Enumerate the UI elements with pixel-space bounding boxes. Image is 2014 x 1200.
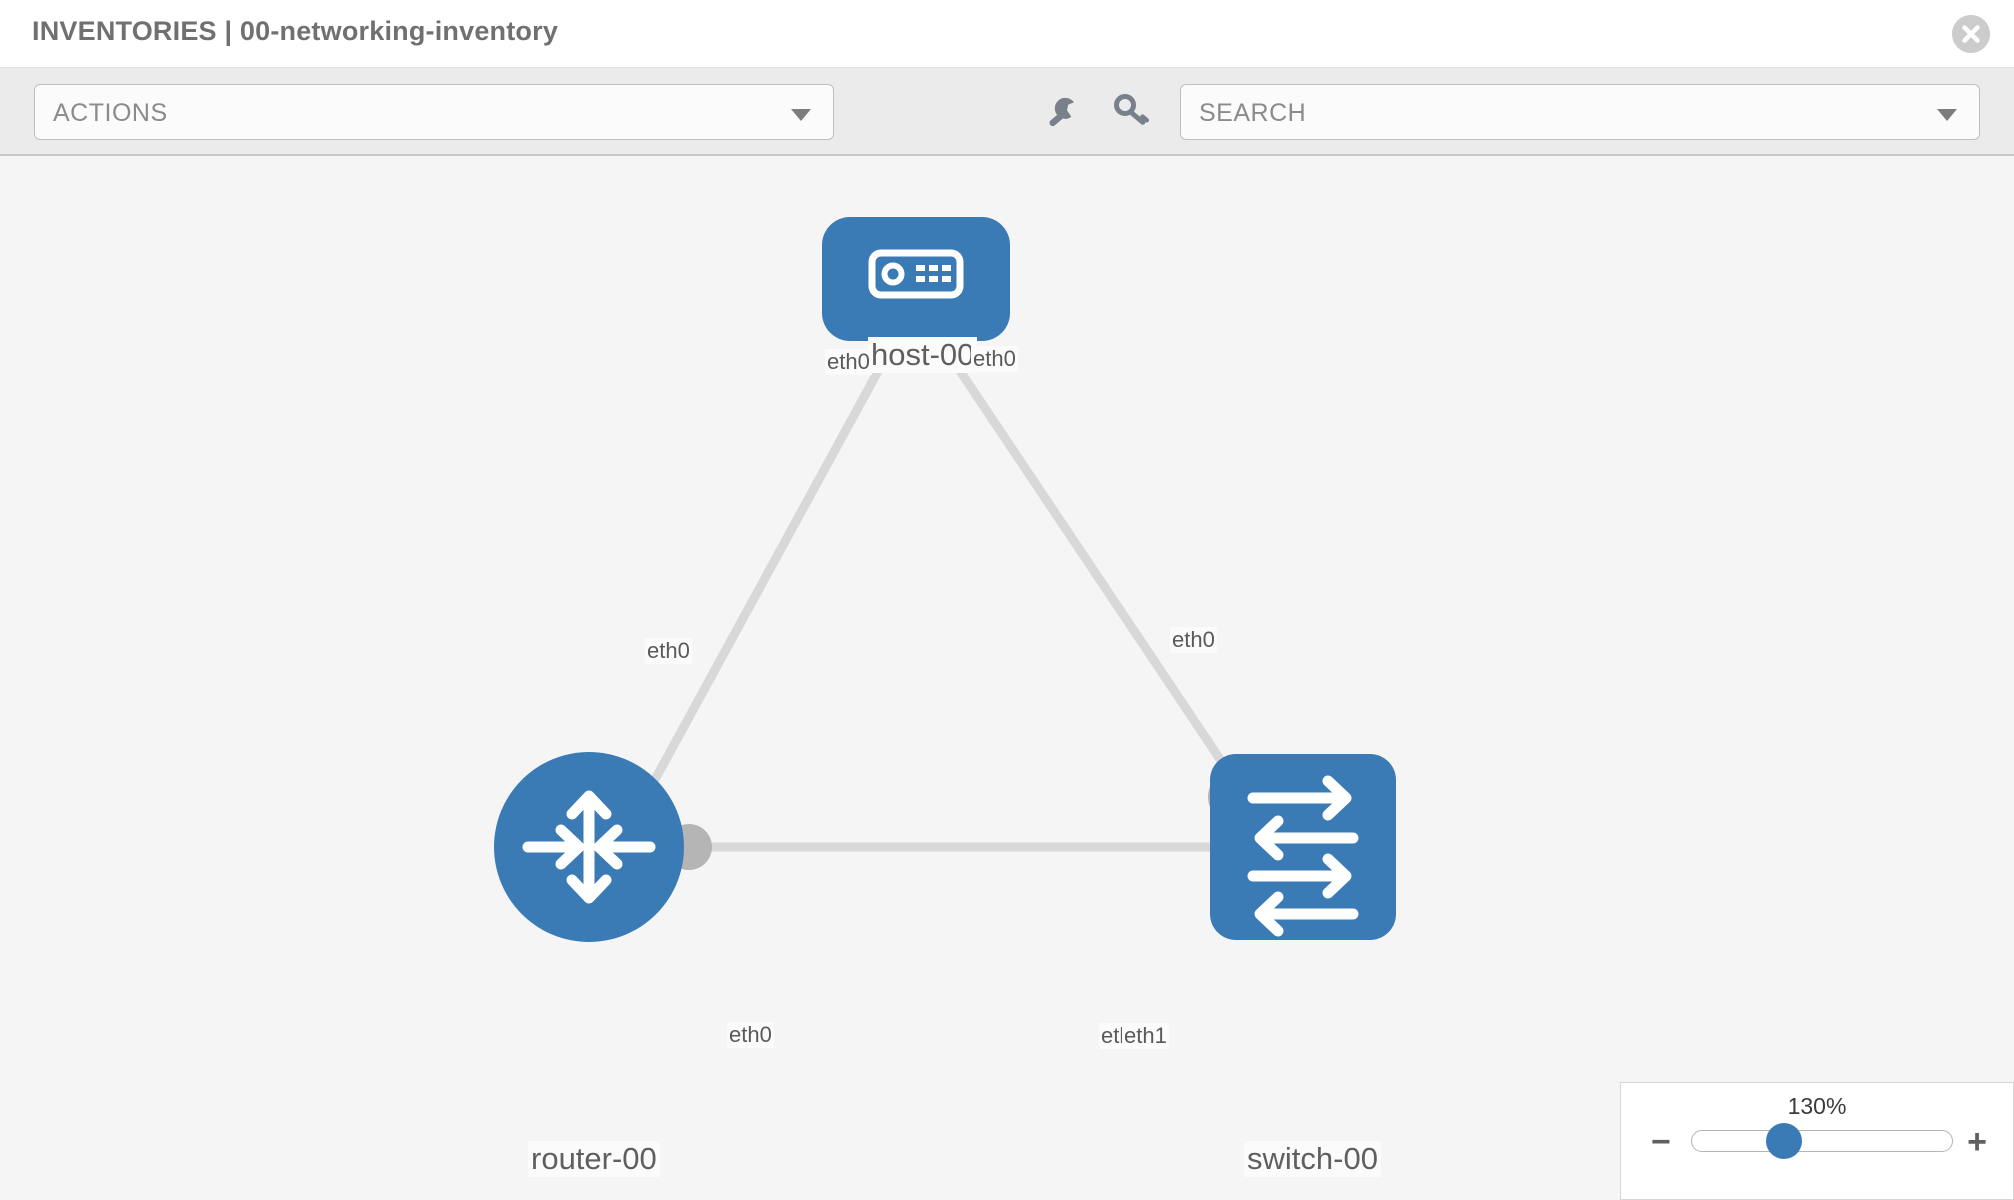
zoom-slider-thumb[interactable] [1766,1123,1802,1159]
node-label-switch-00[interactable]: switch-00 [1244,1141,1381,1177]
zoom-slider-track[interactable] [1691,1130,1953,1152]
router-arrows-icon [522,790,656,904]
topology-graph [494,217,1396,942]
search-field[interactable] [1180,84,1980,140]
iface-label: eth0 [1170,627,1217,653]
topology-canvas[interactable]: host-00 router-00 switch-00 eth0 eth0 et… [0,157,2014,1200]
page-header: INVENTORIES | 00-networking-inventory [0,0,2014,68]
node-host-00 [822,217,1010,341]
link-host-router [636,350,892,810]
iface-label: eth1 [1122,1023,1169,1049]
search-input[interactable] [1197,93,1901,133]
zoom-control-panel: 130% − + [1620,1082,2014,1200]
toolbar: ACTIONS [0,68,2014,156]
zoom-in-button[interactable]: + [1967,1123,1987,1161]
actions-dropdown-label: ACTIONS [53,99,168,127]
page-title: INVENTORIES | 00-networking-inventory [32,16,559,46]
iface-label: eth0 [727,1022,774,1048]
link-group [636,350,1256,852]
chevron-down-icon [791,109,811,121]
chevron-down-icon[interactable] [1937,109,1957,121]
switch-arrows-icon [1247,775,1359,937]
node-router-00 [494,752,684,942]
node-switch-00 [1210,754,1396,940]
node-label-host-00[interactable]: host-00 [868,337,978,373]
iface-label: eth0 [971,346,1018,372]
zoom-percent-label: 130% [1787,1093,1847,1119]
iface-label: eth0 [645,638,692,664]
node-label-router-00[interactable]: router-00 [528,1141,660,1177]
server-appliance-icon [868,249,964,299]
link-host-switch [944,350,1256,810]
actions-dropdown[interactable]: ACTIONS [34,84,834,140]
wrench-icon[interactable] [1040,90,1084,134]
zoom-out-button[interactable]: − [1651,1123,1671,1161]
close-icon[interactable] [1952,15,1990,53]
iface-label: eth0 [825,349,872,375]
key-icon[interactable] [1110,90,1154,134]
